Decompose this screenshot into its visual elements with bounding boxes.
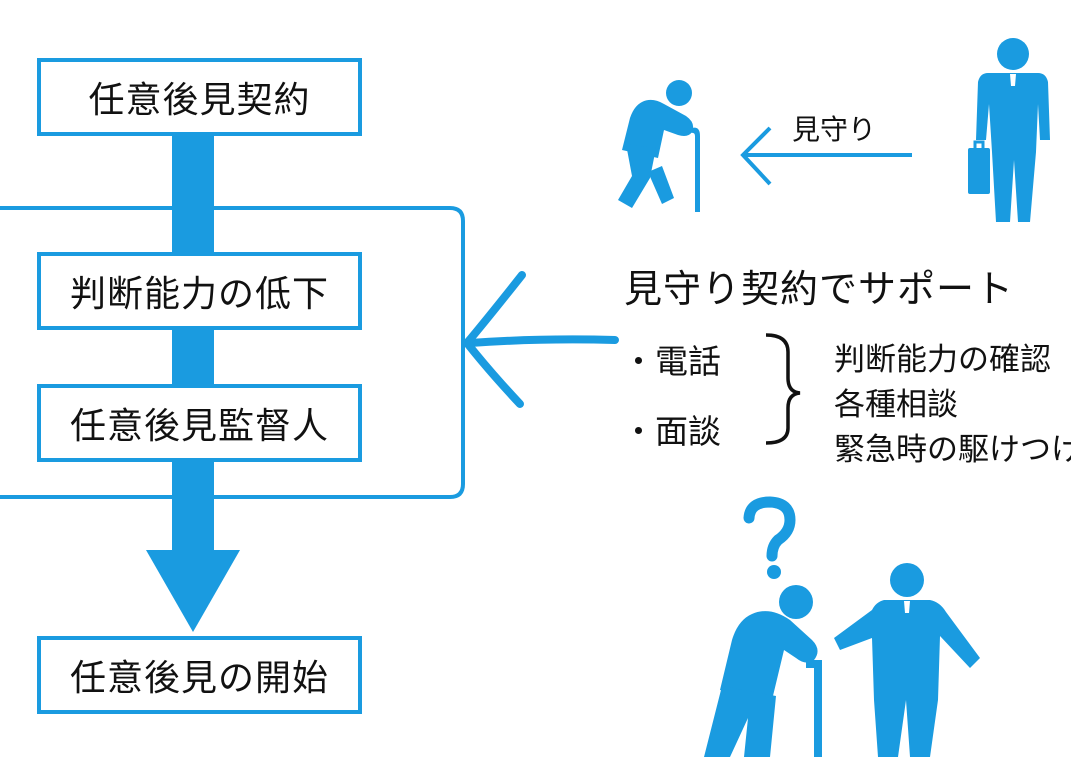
step-decline-label: 判断能力の低下	[69, 274, 329, 315]
support-arrow-line	[466, 335, 619, 347]
step-start-box: 任意後見の開始	[37, 636, 362, 714]
helper-businessman-icon	[834, 563, 980, 757]
flow-arrow-head	[146, 550, 240, 632]
step-supervisor-label: 任意後見監督人	[69, 406, 329, 447]
elderly-with-cane-icon	[618, 80, 700, 212]
purpose-consultation: 各種相談	[834, 387, 958, 423]
support-arrow-head	[463, 271, 526, 408]
curly-brace	[765, 333, 801, 445]
step-contract-label: 任意後見契約	[88, 80, 311, 121]
watch-arrow-label: 見守り	[792, 113, 877, 146]
step-start-label: 任意後見の開始	[69, 658, 329, 699]
support-heading: 見守り契約でサポート	[624, 267, 1015, 311]
question-mark-icon	[743, 496, 796, 562]
question-mark-dot	[767, 565, 781, 579]
watch-arrow-head	[740, 126, 772, 186]
step-decline-box: 判断能力の低下	[37, 252, 362, 330]
method-meeting: ・面談	[622, 412, 721, 451]
step-supervisor-box: 任意後見監督人	[37, 384, 362, 462]
helper-tie-detail	[904, 601, 910, 613]
flow-arrow-shaft	[172, 135, 214, 560]
tie-detail	[1010, 74, 1016, 86]
method-phone: ・電話	[622, 342, 721, 381]
bracket-frame	[0, 206, 465, 499]
elderly-with-cane-icon	[704, 585, 822, 757]
step-contract-box: 任意後見契約	[37, 58, 362, 136]
purpose-capacity-check: 判断能力の確認	[834, 342, 1051, 378]
purpose-emergency: 緊急時の駆けつけ	[834, 432, 1071, 468]
businessman-with-briefcase-icon	[968, 38, 1050, 222]
